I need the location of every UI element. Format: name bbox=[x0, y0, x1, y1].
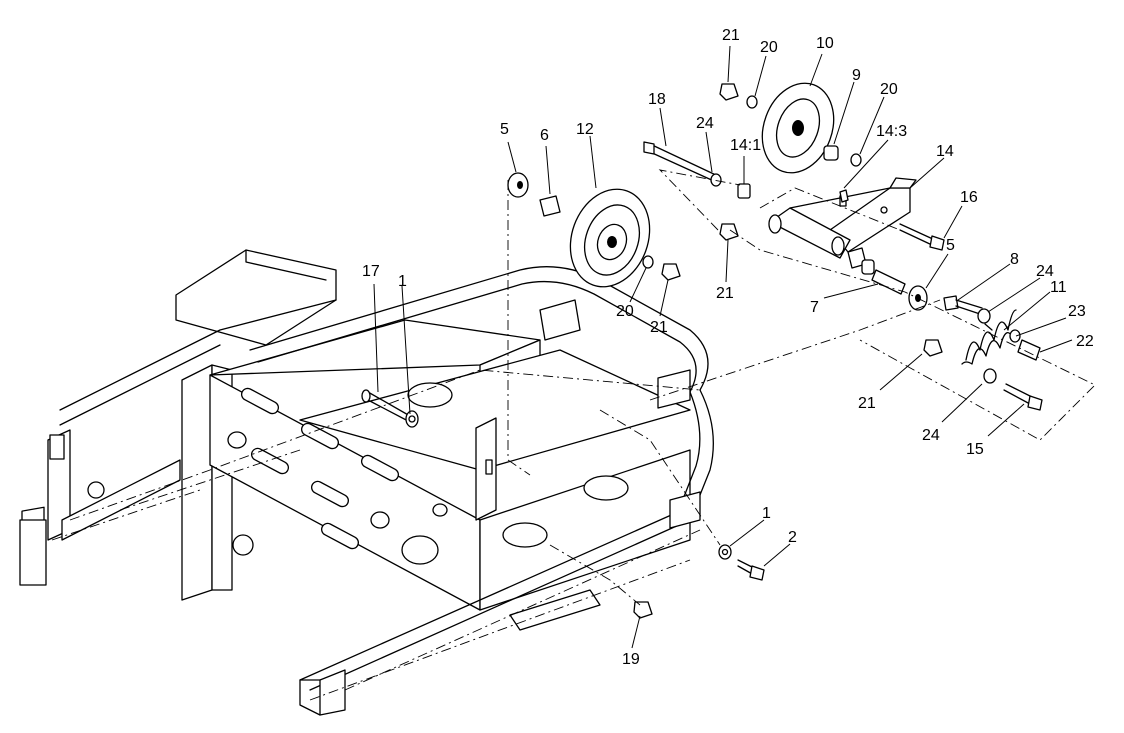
callout-11: 11 bbox=[1050, 279, 1067, 296]
callout-21-pulley: 21 bbox=[650, 319, 668, 336]
spring-assembly bbox=[923, 295, 1043, 411]
callout-14-3: 14:3 bbox=[876, 123, 907, 140]
centerlines bbox=[51, 169, 1096, 701]
bolt-18 bbox=[643, 141, 751, 199]
callout-1-low: 1 bbox=[762, 505, 771, 522]
callout-12: 12 bbox=[576, 121, 594, 138]
callout-14-1: 14:1 bbox=[730, 137, 761, 154]
callout-6: 6 bbox=[540, 127, 549, 144]
callout-17: 17 bbox=[362, 263, 380, 280]
callout-2: 2 bbox=[788, 529, 797, 546]
callout-20-right: 20 bbox=[880, 81, 898, 98]
callout-9: 9 bbox=[852, 67, 861, 84]
nut-21-mid bbox=[719, 223, 739, 241]
cotter-14-3 bbox=[839, 189, 849, 203]
callout-22: 22 bbox=[1076, 333, 1094, 350]
nut-19 bbox=[633, 601, 653, 619]
idler-pulley-12 bbox=[507, 172, 681, 288]
main-frame bbox=[209, 319, 691, 611]
callout-23: 23 bbox=[1068, 303, 1086, 320]
idler-pulley-10 bbox=[719, 82, 862, 174]
bolt-17 bbox=[361, 389, 419, 428]
callout-labels: 21 20 10 9 20 18 24 14:1 14:3 14 5 6 12 … bbox=[362, 27, 1094, 668]
idler-arm-14 bbox=[768, 177, 917, 275]
leader-lines bbox=[373, 45, 1073, 649]
callout-16: 16 bbox=[960, 189, 978, 206]
callout-19: 19 bbox=[622, 651, 640, 668]
callout-8: 8 bbox=[1010, 251, 1019, 268]
callout-20-mid: 20 bbox=[616, 303, 634, 320]
bolt-16 bbox=[899, 223, 945, 251]
callout-7: 7 bbox=[810, 299, 819, 316]
callout-10: 10 bbox=[816, 35, 834, 52]
callout-21-mid: 21 bbox=[716, 285, 734, 302]
callout-20-top: 20 bbox=[760, 39, 778, 56]
callout-18: 18 bbox=[648, 91, 666, 108]
callout-24-top: 24 bbox=[696, 115, 714, 132]
bolt-2 bbox=[718, 544, 765, 581]
callout-21-top: 21 bbox=[722, 27, 740, 44]
callout-24-mid: 24 bbox=[1036, 263, 1054, 280]
callout-15: 15 bbox=[966, 441, 984, 458]
callout-24-low: 24 bbox=[922, 427, 940, 444]
callout-14: 14 bbox=[936, 143, 954, 160]
callout-1-top: 1 bbox=[398, 273, 407, 290]
callout-5-left: 5 bbox=[500, 121, 509, 138]
callout-21-low: 21 bbox=[858, 395, 876, 412]
callout-5-right: 5 bbox=[946, 237, 955, 254]
